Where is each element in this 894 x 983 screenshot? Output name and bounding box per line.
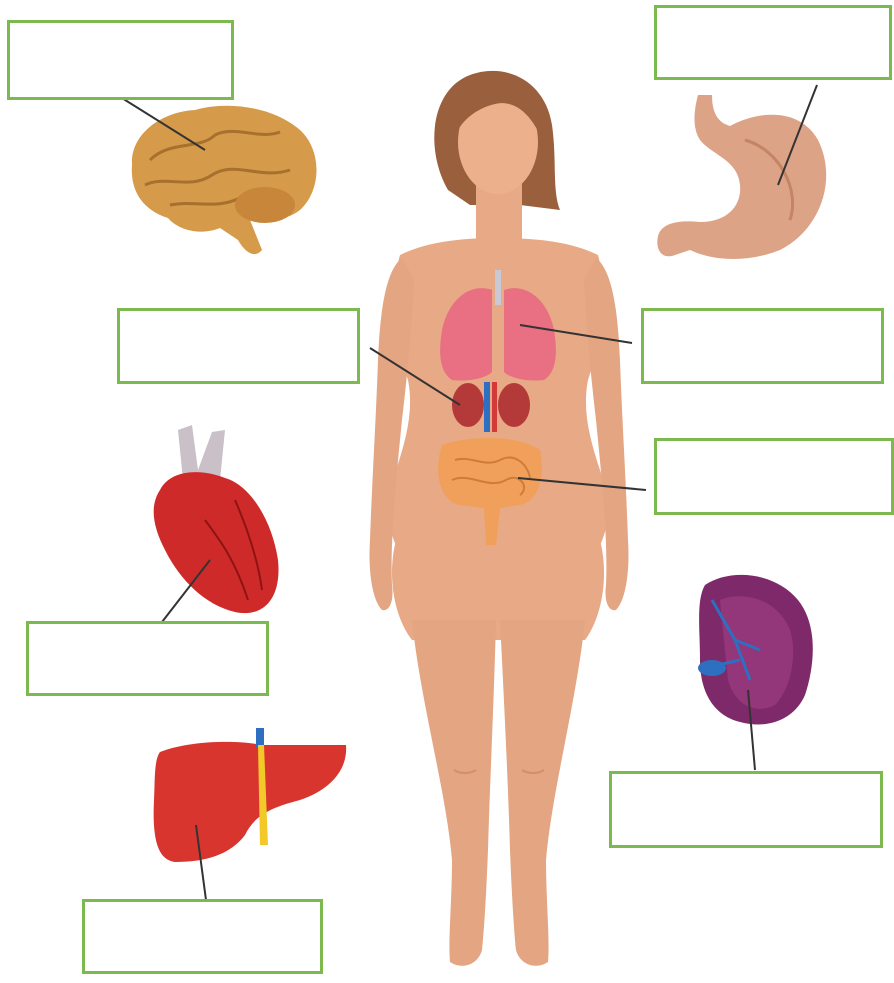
- left-leg: [412, 620, 496, 966]
- spleen-illustration: [698, 575, 813, 725]
- label-box-brain[interactable]: [7, 20, 234, 100]
- right-leg: [500, 620, 585, 966]
- label-box-kidneys[interactable]: [117, 308, 360, 384]
- stomach-illustration: [657, 95, 826, 259]
- label-box-liver[interactable]: [82, 899, 323, 974]
- label-box-stomach[interactable]: [654, 5, 892, 80]
- brain-illustration: [132, 106, 317, 254]
- heart-illustration: [154, 425, 279, 613]
- label-box-lungs[interactable]: [641, 308, 884, 384]
- label-box-intestines[interactable]: [654, 438, 894, 515]
- label-box-heart[interactable]: [26, 621, 269, 696]
- label-box-spleen[interactable]: [609, 771, 883, 848]
- female-body-figure: [370, 71, 629, 966]
- liver-illustration: [154, 728, 347, 862]
